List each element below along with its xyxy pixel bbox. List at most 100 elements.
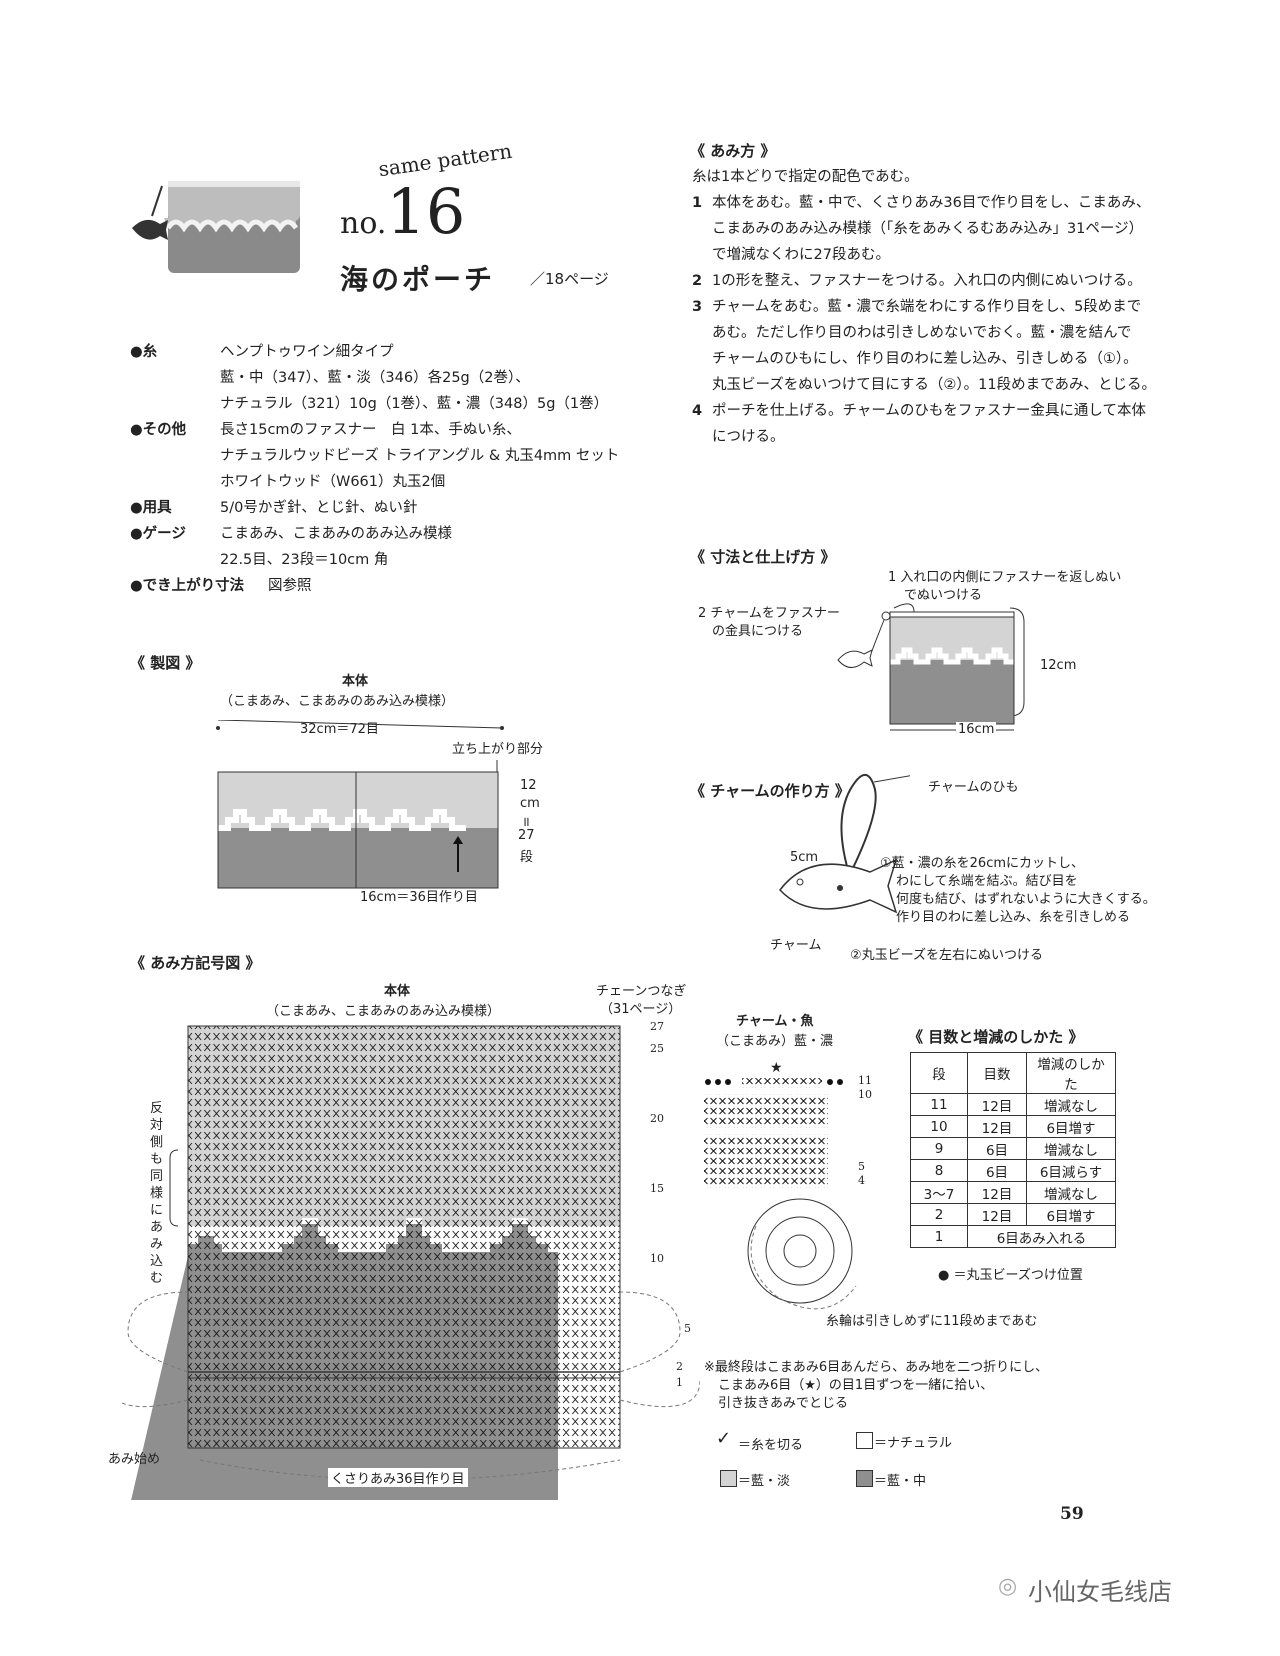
finishing-note1b: でぬいつける <box>904 588 983 603</box>
row-label-5: 5 <box>684 1322 691 1335</box>
seizu-height-1: 12 <box>520 778 537 793</box>
material-label: ●その他 <box>130 422 187 438</box>
table-cell: 3〜7 <box>910 1181 968 1204</box>
table-cell: 6目増す <box>1026 1115 1116 1138</box>
table-cell: 11 <box>910 1093 968 1116</box>
instructions-heading: 《 あみ方 》 <box>690 142 776 160</box>
finishing-note2b: の金具につける <box>712 624 804 639</box>
step-line: あむ。ただし作り目のわは引きしめないでおく。藍・濃を結んで <box>712 325 1132 341</box>
kigou-title: 本体 <box>384 984 411 999</box>
charm-himo: チャームのひも <box>928 780 1019 795</box>
step-number: 4 <box>692 403 703 419</box>
table-cell: 12目 <box>967 1181 1027 1204</box>
pouch-height: 12cm <box>1040 658 1077 673</box>
material-line: 図参照 <box>268 578 312 594</box>
charm-diagram <box>770 760 921 954</box>
row-label-10: 10 <box>650 1252 664 1265</box>
seizu-diagram <box>210 719 550 894</box>
step-number: 3 <box>692 299 703 315</box>
charm-step1a: ①藍・濃の糸を26cmにカットし、 <box>880 856 1085 871</box>
seizu-title: 本体 <box>342 674 369 689</box>
charm-chart-star: ★ <box>770 1060 783 1076</box>
pattern-number-value: 16 <box>386 175 466 248</box>
legend-light: ＝藍・淡 <box>738 1474 791 1489</box>
table-cell: 9 <box>910 1137 968 1160</box>
kigou-side-note: 反対側も同様にあみ込む <box>150 1101 164 1286</box>
charm-step1d: 作り目のわに差し込み、糸を引きしめる <box>896 910 1131 925</box>
row-label-15: 15 <box>650 1182 664 1195</box>
legend-cut: ＝糸を切る <box>738 1438 804 1453</box>
material-label: ●用具 <box>130 500 172 516</box>
material-gauge: ●ゲージこまあみ、こまあみのあみ込み模様 <box>130 522 452 543</box>
step-line: こまあみのあみ込み模様（「糸をあみくるむあみ込み」31ページ） <box>712 221 1144 237</box>
charm-heading: 《 チャームの作り方 》 <box>690 782 850 800</box>
row-label-27: 27 <box>650 1020 664 1033</box>
pattern-number: no.16 <box>340 175 465 248</box>
charm-ring-note: 糸輪は引きしめずに11段めまであむ <box>826 1314 1038 1329</box>
material-label: ●でき上がり寸法 <box>130 578 245 594</box>
finishing-note2a: 2 チャームをファスナー <box>698 606 840 621</box>
kigou-chain-a: チェーンつなぎ <box>596 984 687 999</box>
seizu-bottom: 16cm＝36目作り目 <box>360 890 478 905</box>
table-cell: 2 <box>910 1203 968 1226</box>
table-cell: 12目 <box>967 1115 1027 1138</box>
material-line: ナチュラル（321）10g（1巻）、藍・濃（348）5g（1巻） <box>220 396 609 412</box>
finishing-heading: 《 寸法と仕上げ方 》 <box>690 548 836 566</box>
material-line: 22.5目、23段＝10cm 角 <box>220 552 389 568</box>
natural-swatch <box>856 1432 873 1449</box>
finishing-note1a: 1 入れ口の内側にファスナーを返しぬい <box>888 570 1122 585</box>
note-line1: ※最終段はこまあみ6目あんだら、あみ地を二つ折りにし、 <box>704 1360 1049 1375</box>
page-number: 59 <box>1060 1504 1084 1524</box>
page-title: 海のポーチ <box>340 263 496 296</box>
seizu-height-2: cm <box>520 796 540 811</box>
material-yarn: ●糸ヘンプトゥワイン細タイプ <box>130 340 394 361</box>
product-photo <box>118 178 318 278</box>
cut-yarn-icon: ✓ <box>716 1428 732 1449</box>
charm-chart-title: チャーム・魚 <box>736 1014 814 1029</box>
charm-row-10: 10 <box>858 1088 872 1101</box>
material-line: ナチュラルウッドビーズ トライアングル & 丸玉4mm セット <box>220 448 620 464</box>
note-line3: 引き抜きあみでとじる <box>718 1396 849 1411</box>
charm-step1c: 何度も結び、はずれないように大きくする。 <box>896 892 1156 907</box>
row-label-20: 20 <box>650 1112 664 1125</box>
material-line: 長さ15cmのファスナー 白 1本、手ぬい糸、 <box>220 422 521 438</box>
charm-row-11: 11 <box>858 1074 872 1087</box>
pouch-diagram <box>824 600 1064 744</box>
table-cell: 6目減らす <box>1026 1159 1116 1182</box>
legend-natural: ＝ナチュラル <box>874 1436 953 1451</box>
page-ref: ／18ページ <box>530 270 609 288</box>
seizu-tachiagari: 立ち上がり部分 <box>452 742 544 757</box>
bead-note: ● ＝丸玉ビーズつけ位置 <box>938 1268 1083 1283</box>
seizu-subtitle: （こまあみ、こまあみのあみ込み模様） <box>220 694 455 709</box>
instructions-intro: 糸は1本どりで指定の配色であむ。 <box>692 169 919 185</box>
material-label: ●ゲージ <box>130 526 186 542</box>
step-line: チャームのひもにし、作り目のわに差し込み、引きしめる（①）。 <box>712 351 1138 367</box>
charm-step1b: わにして糸端を結ぶ。結び目を <box>896 874 1078 889</box>
table-cell: 6目 <box>967 1137 1027 1160</box>
step-line: で増減なくわに27段あむ。 <box>712 247 890 263</box>
charm-row-5: 5 <box>858 1160 865 1173</box>
table-header-row: 段 目数 増減のしかた <box>910 1052 1116 1094</box>
wechat-icon: ◎ <box>998 1574 1018 1599</box>
row-label-25: 25 <box>650 1042 664 1055</box>
light-swatch <box>720 1470 737 1487</box>
table-cell: 6目あみ入れる <box>967 1225 1116 1248</box>
pattern-number-prefix: no. <box>340 206 387 241</box>
step-line: ポーチを仕上げる。チャームのひもをファスナー金具に通して本体 <box>712 403 1146 419</box>
kigou-heading: 《 あみ方記号図 》 <box>130 954 261 972</box>
seizu-width: 32cm＝72目 <box>300 722 379 737</box>
material-line: 5/0号かぎ針、とじ針、ぬい針 <box>220 500 418 516</box>
charm-step2: ②丸玉ビーズを左右にぬいつける <box>850 948 1044 963</box>
step-line: チャームをあむ。藍・濃で糸端をわにする作り目をし、5段めまで <box>712 299 1142 315</box>
step-line: 本体をあむ。藍・中で、くさりあみ36目で作り目をし、こまあみ、 <box>712 195 1151 211</box>
table-cell: 6目増す <box>1026 1203 1116 1226</box>
seizu-height-3: ॥ <box>522 815 530 830</box>
table-cell: 増減なし <box>1026 1137 1116 1160</box>
step-line: 丸玉ビーズをぬいつけて目にする（②）。11段めまであみ、とじる。 <box>712 377 1156 393</box>
table-header: 増減のしかた <box>1026 1052 1116 1094</box>
material-label: ●糸 <box>130 344 158 360</box>
